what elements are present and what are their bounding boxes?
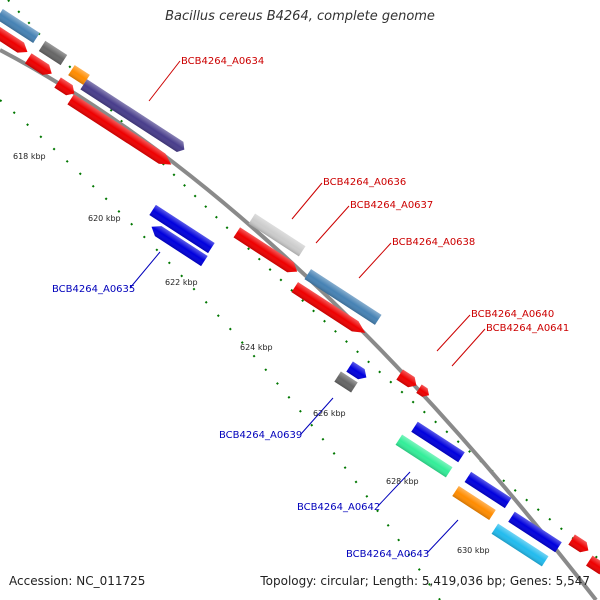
gene-feature-red — [24, 53, 52, 75]
gene-feature-blue — [464, 471, 512, 509]
gene-labels: BCB4264_A0634 BCB4264_A0636 BCB4264_A063… — [52, 56, 569, 560]
gene-feature-blue-arrow — [346, 361, 367, 380]
gene-label-a0640: BCB4264_A0640 — [471, 309, 554, 320]
leader-line-a0636 — [291, 182, 323, 220]
gene-label-a0642: BCB4264_A0642 — [297, 502, 380, 513]
gene-label-a0639: BCB4264_A0639 — [219, 430, 302, 441]
gene-feature-blue — [151, 226, 208, 267]
tick-label: 630 kbp — [457, 546, 490, 555]
leader-line-a0642 — [377, 471, 411, 507]
gene-feature-red — [0, 22, 28, 53]
gene-feature-a0637 — [233, 227, 298, 273]
gene-label-a0641: BCB4264_A0641 — [486, 323, 569, 334]
leader-line-a0640 — [436, 314, 471, 352]
leader-line-a0639 — [300, 397, 334, 435]
scale-tick-labels: 618 kbp 620 kbp 622 kbp 624 kbp 626 kbp … — [13, 152, 490, 555]
leader-line-a0635 — [129, 251, 161, 289]
gene-feature-a0640 — [396, 369, 417, 388]
leader-line-a0643 — [426, 519, 459, 554]
gene-feature-blue — [508, 511, 562, 553]
tick-label: 622 kbp — [165, 278, 198, 287]
gene-feature-a0641 — [416, 384, 430, 397]
gene-feature-red-long — [67, 94, 172, 165]
genome-summary: Topology: circular; Length: 5,419,036 bp… — [260, 574, 590, 588]
tick-label: 624 kbp — [240, 343, 273, 352]
tick-label: 618 kbp — [13, 152, 46, 161]
gene-feature-gray — [38, 40, 68, 66]
gene-feature-a0642 — [395, 434, 453, 478]
gene-feature-a0638 — [304, 269, 382, 325]
gene-feature-red — [54, 77, 75, 96]
label-leader-lines — [129, 60, 486, 554]
gene-feature-steel-blue — [0, 8, 40, 44]
accession-label: Accession: NC_011725 — [9, 574, 146, 588]
gc-dot-track-inner — [0, 99, 441, 600]
gene-feature-cyan — [491, 523, 549, 567]
gene-feature-blue — [411, 421, 465, 463]
gc-dot-track-outer — [7, 0, 600, 561]
tick-label: 628 kbp — [386, 477, 419, 486]
gene-label-a0637: BCB4264_A0637 — [350, 200, 433, 211]
leader-line-a0634 — [148, 60, 181, 102]
leader-line-a0641 — [451, 328, 486, 367]
gene-label-a0634: BCB4264_A0634 — [181, 56, 264, 67]
gene-feature-red-long — [291, 282, 366, 333]
gene-feature-a0636 — [248, 213, 306, 257]
gene-label-a0643: BCB4264_A0643 — [346, 549, 429, 560]
map-title: Bacillus cereus B4264, complete genome — [165, 9, 435, 24]
gene-feature-orange — [68, 65, 90, 85]
gene-label-a0635: BCB4264_A0635 — [52, 284, 135, 295]
tick-label: 620 kbp — [88, 214, 121, 223]
leader-line-a0637 — [315, 205, 350, 244]
tick-label: 626 kbp — [313, 409, 346, 418]
gene-label-a0636: BCB4264_A0636 — [323, 177, 406, 188]
gene-label-a0638: BCB4264_A0638 — [392, 237, 475, 248]
gene-feature-a0634 — [80, 79, 185, 152]
gene-feature-a0635 — [149, 204, 215, 254]
leader-line-a0638 — [358, 242, 392, 279]
gene-feature-red — [568, 534, 589, 553]
gene-feature-a0639 — [334, 371, 358, 393]
gene-feature-red — [586, 555, 600, 575]
gene-feature-a0643 — [452, 485, 496, 521]
